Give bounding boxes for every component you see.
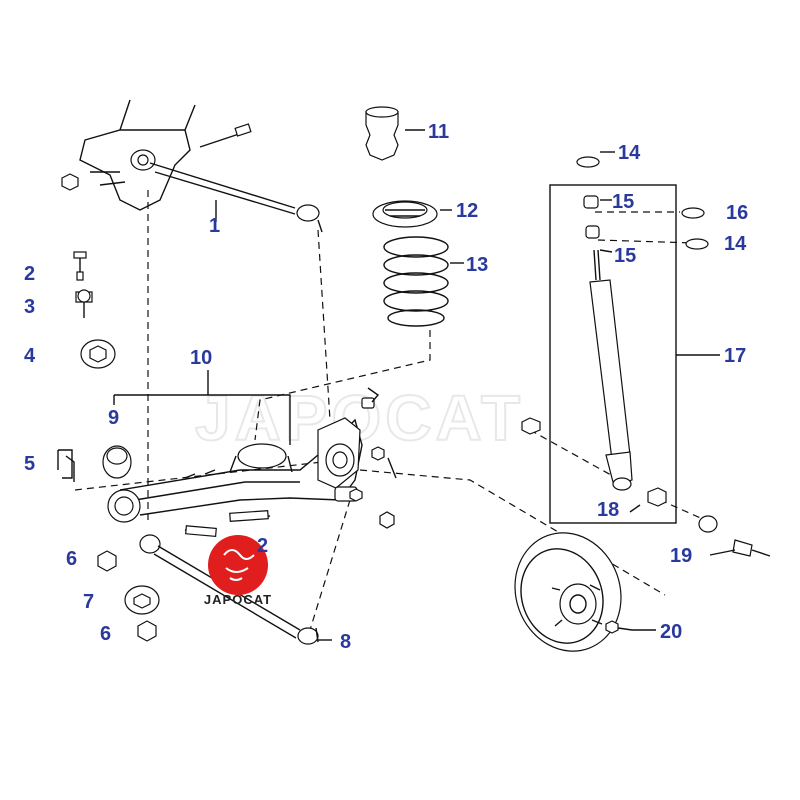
callout-labels: 1 2 2 3 4 5 6 6 7 8 9 10 11 12 13 14 14 … (24, 121, 748, 653)
callout-6: 6 (66, 548, 77, 570)
callout-15: 15 (612, 191, 634, 213)
callout-2: 2 (24, 263, 35, 285)
callout-14: 14 (724, 233, 747, 255)
callout-16: 16 (726, 202, 748, 224)
callout-1: 1 (209, 215, 220, 237)
coil-spring (383, 236, 449, 327)
bushing-9 (102, 445, 132, 479)
callout-19: 19 (670, 545, 692, 567)
spring-seat (372, 200, 438, 228)
callout-17: 17 (724, 345, 746, 367)
callout-leaders (113, 129, 736, 641)
callout-18: 18 (597, 499, 619, 521)
callout-9: 9 (108, 407, 119, 429)
japocat-logo: JAPOCAT (204, 535, 272, 607)
callout-14: 14 (618, 142, 641, 164)
callout-2: 2 (257, 535, 268, 557)
lower-control-link (139, 510, 319, 645)
callout-15: 15 (614, 245, 636, 267)
axle-beam (107, 417, 363, 523)
shock-absorber-group (521, 156, 720, 524)
nut-washer-stack (97, 550, 160, 642)
brake-drum-hub (514, 532, 633, 652)
logo-text: JAPOCAT (204, 592, 272, 607)
left-hardware-stack (73, 251, 116, 369)
callout-13: 13 (466, 254, 488, 276)
stud-19 (698, 515, 771, 557)
logo-badge-icon (208, 535, 268, 595)
bracket-5 (57, 449, 75, 482)
callout-7: 7 (83, 591, 94, 613)
callout-20: 20 (660, 621, 682, 643)
callout-11: 11 (428, 121, 449, 143)
knuckle-hardware (349, 387, 397, 529)
callout-8: 8 (340, 631, 351, 653)
bump-stop (365, 106, 399, 161)
upper-lateral-rod (61, 123, 323, 233)
callout-5: 5 (24, 453, 35, 475)
callout-4: 4 (24, 345, 36, 367)
body-bracket (79, 99, 196, 211)
callout-3: 3 (24, 296, 35, 318)
callout-12: 12 (456, 200, 478, 222)
callout-6: 6 (100, 623, 111, 645)
callout-10: 10 (190, 347, 212, 369)
